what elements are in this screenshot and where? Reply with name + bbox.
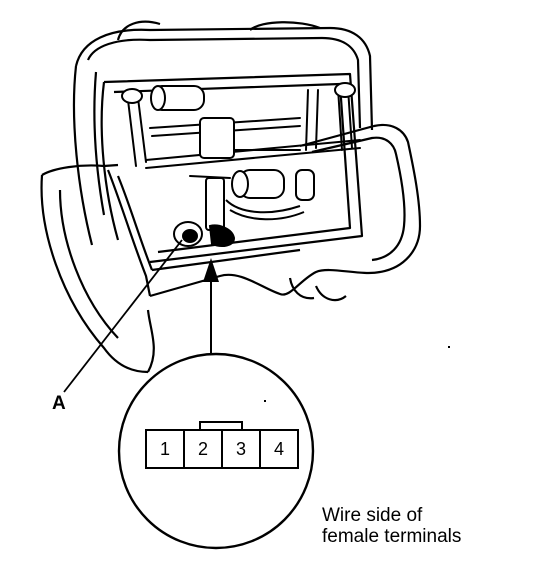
seat-motors: [121, 82, 356, 231]
seat-back: [72, 20, 374, 246]
terminal-1: 1: [160, 439, 170, 459]
small-mark: [264, 346, 450, 402]
callout-label-a: A: [52, 393, 66, 414]
lower-panel: [106, 169, 301, 297]
terminal-3: 3: [236, 439, 246, 459]
connector-face: 1 2 3 4: [145, 421, 299, 469]
terminal-2: 2: [198, 439, 208, 459]
side-trim-panel: [149, 123, 422, 302]
seat-frame-rails: [127, 87, 361, 179]
wire-side-caption: Wire side of female terminals: [322, 505, 461, 547]
back-panel-frame: [100, 72, 364, 264]
caption-line-1: Wire side of: [322, 505, 423, 526]
caption-line-2: female terminals: [322, 526, 462, 547]
seat-cushion: [40, 163, 155, 374]
connector-area: [173, 199, 305, 247]
terminal-4: 4: [274, 439, 284, 459]
callout-leader-line: [63, 239, 183, 393]
